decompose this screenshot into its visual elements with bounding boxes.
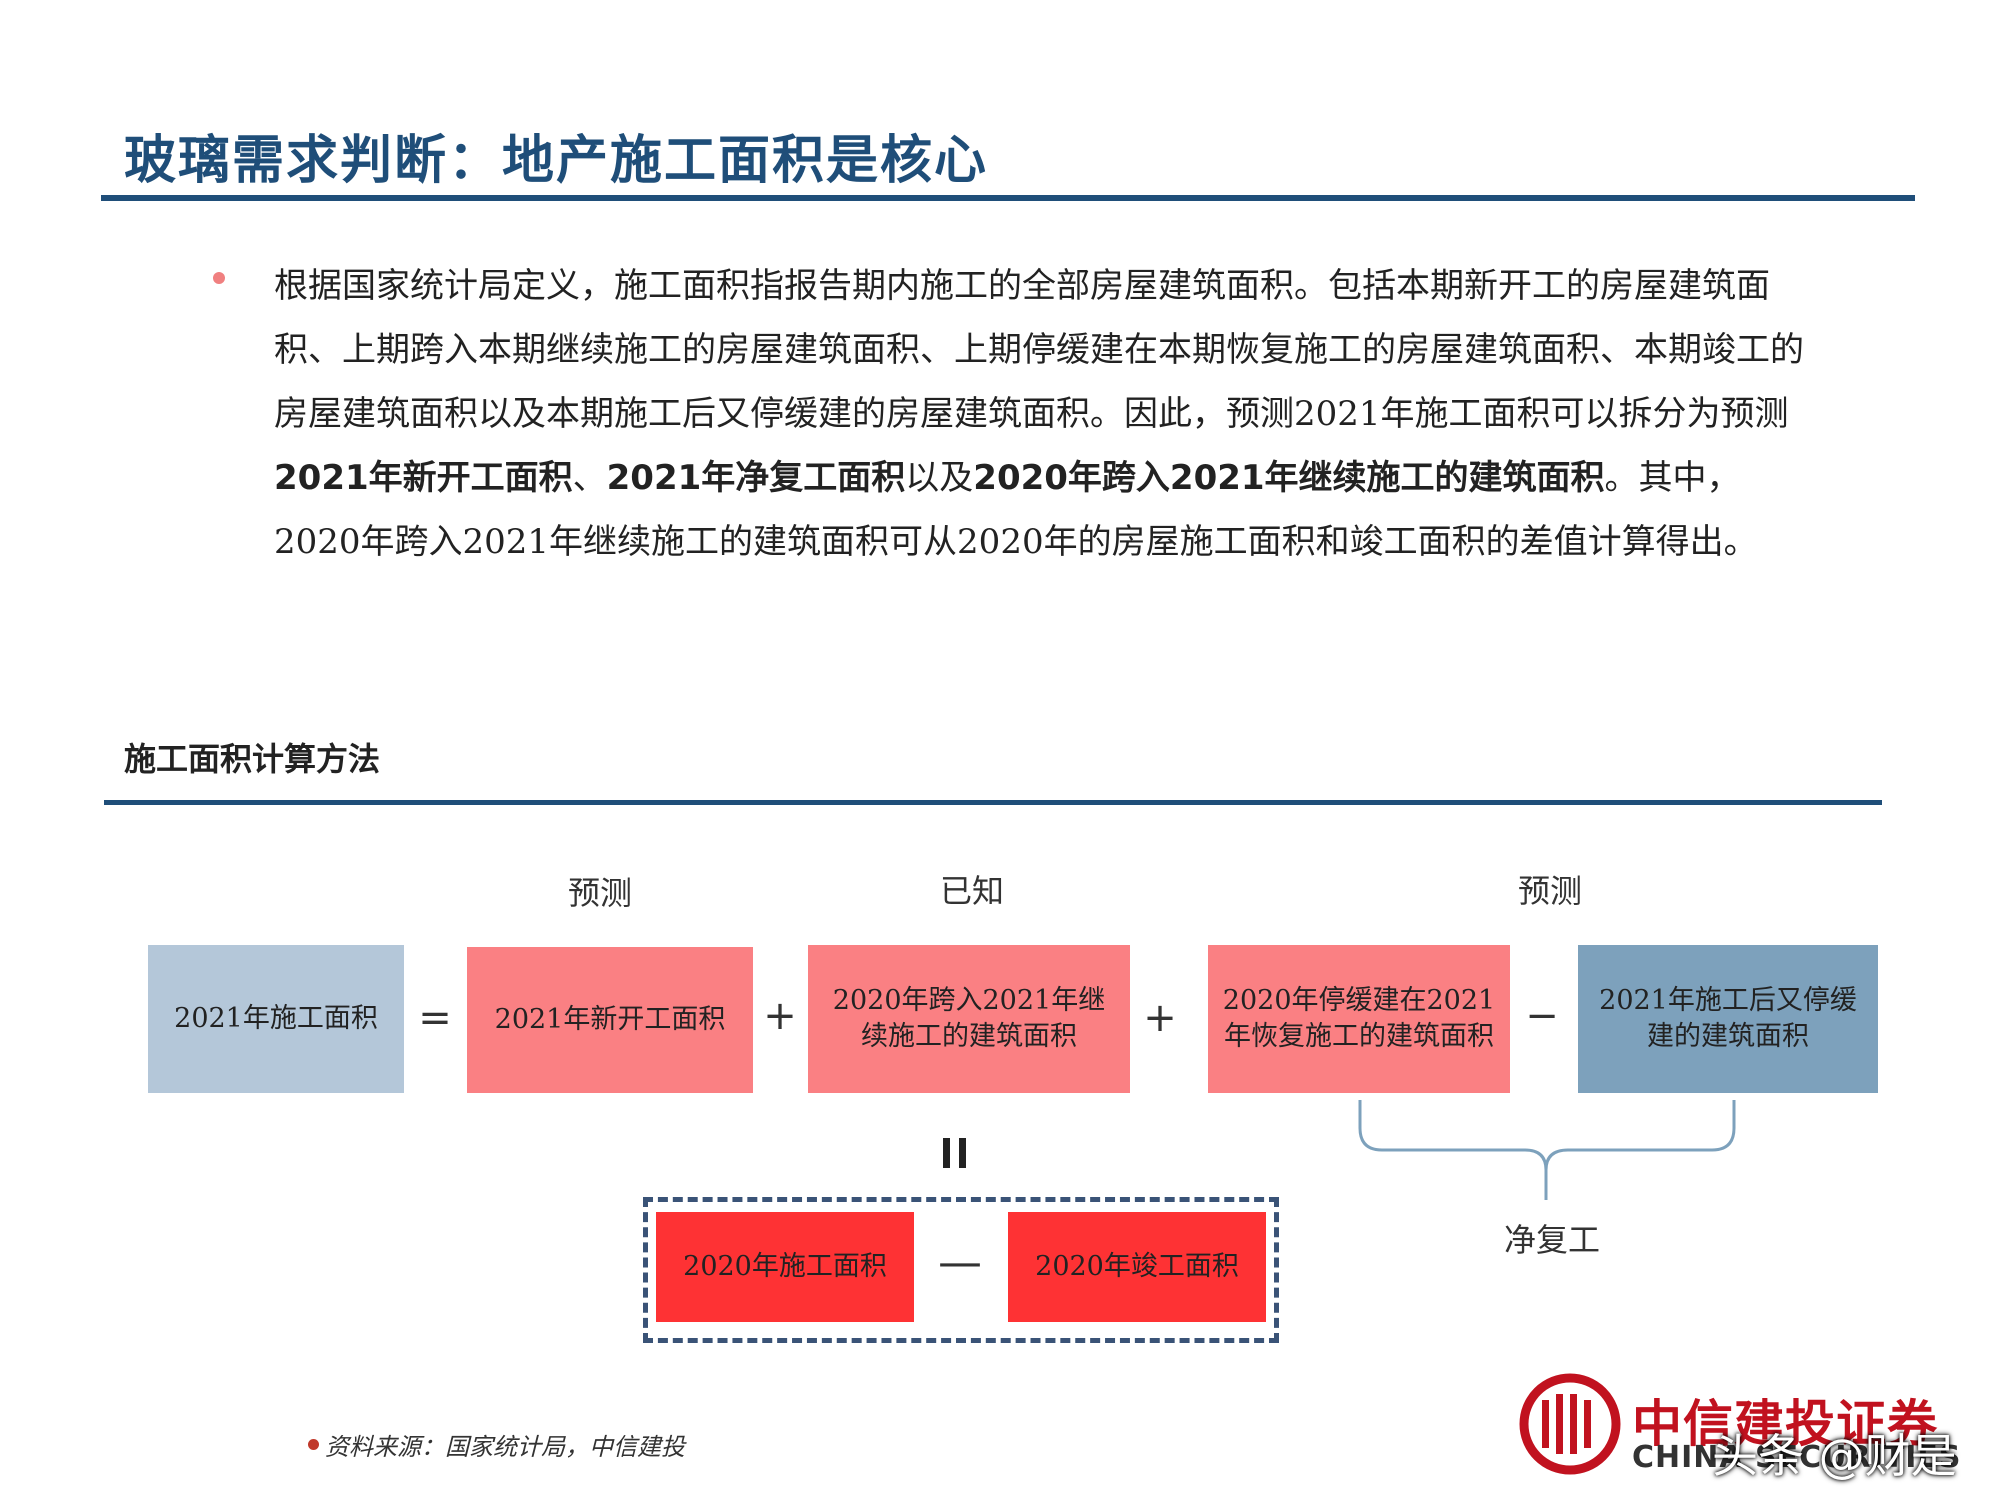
paragraph-sep-2: 以及: [905, 458, 974, 498]
paragraph-bold-3: 2020年跨入2021年继续施工的建筑面积: [973, 458, 1605, 498]
operator-plus-2: +: [1143, 995, 1177, 1041]
source-bullet: [308, 1439, 319, 1450]
operator-minus-1: −: [1525, 993, 1559, 1039]
box-completion-2020: 2020年竣工面积: [1008, 1212, 1266, 1322]
operator-minus-2: —: [938, 1237, 982, 1288]
box-construction-2020: 2020年施工面积: [656, 1212, 914, 1322]
box-resumed: 2020年停缓建在2021年恢复施工的建筑面积: [1208, 945, 1510, 1093]
box-stopped: 2021年施工后又停缓建的建筑面积: [1578, 945, 1878, 1093]
box-total-2021: 2021年施工面积: [148, 945, 404, 1093]
paragraph-text-1: 根据国家统计局定义，施工面积指报告期内施工的全部房屋建筑面积。包括本期新开工的房…: [274, 266, 1804, 434]
box-construction-2020-label: 2020年施工面积: [683, 1251, 887, 1282]
box-stopped-label: 2021年施工后又停缓建的建筑面积: [1599, 985, 1857, 1052]
paragraph-bold-2: 2021年净复工面积: [606, 458, 906, 498]
operator-plus-1: +: [763, 993, 797, 1039]
box-resumed-label: 2020年停缓建在2021年恢复施工的建筑面积: [1222, 985, 1496, 1052]
label-net-resumption: 净复工: [1503, 1221, 1600, 1259]
title-divider: [101, 195, 1915, 201]
box-completion-2020-label: 2020年竣工面积: [1035, 1251, 1239, 1282]
paragraph-bold-1: 2021年新开工面积: [274, 458, 573, 498]
operator-equals: =: [418, 995, 452, 1041]
box-total-2021-label: 2021年施工面积: [174, 1003, 378, 1034]
section-divider: [104, 800, 1882, 805]
box-carry-over-label: 2020年跨入2021年继续施工的建筑面积: [832, 985, 1106, 1052]
page-title: 玻璃需求判断：地产施工面积是核心: [124, 131, 989, 191]
source-note: 资料来源：国家统计局，中信建投: [325, 1433, 685, 1461]
citic-logo-icon: [1519, 1373, 1621, 1475]
box-carry-over: 2020年跨入2021年继续施工的建筑面积: [808, 945, 1130, 1093]
paragraph-text-2: 。其中，2020年跨入2021年继续施工的建筑面积可从2020年的房屋施工面积和…: [274, 458, 1758, 562]
bullet-dot: [213, 272, 225, 284]
paragraph-sep-1: 、: [572, 458, 607, 498]
logo-name-cn: 中信建投证券: [1632, 1395, 1938, 1453]
net-resumption-brace: [1358, 1100, 1736, 1200]
box-new-starts-label: 2021年新开工面积: [494, 1004, 726, 1035]
logo-name-en: CHINA SECURITIES: [1632, 1440, 1962, 1475]
lower-equation-frame: [643, 1197, 1279, 1343]
watermark-text: 头条 @财是: [1712, 1429, 1957, 1483]
body-paragraph: 根据国家统计局定义，施工面积指报告期内施工的全部房屋建筑面积。包括本期新开工的房…: [274, 254, 1814, 574]
label-forecast-right: 预测: [1517, 872, 1582, 910]
equals-vertical-icon: [943, 1138, 966, 1168]
section-title: 施工面积计算方法: [124, 740, 381, 778]
label-forecast-left: 预测: [567, 874, 632, 912]
label-known: 已知: [939, 872, 1004, 910]
box-new-starts: 2021年新开工面积: [467, 947, 753, 1093]
